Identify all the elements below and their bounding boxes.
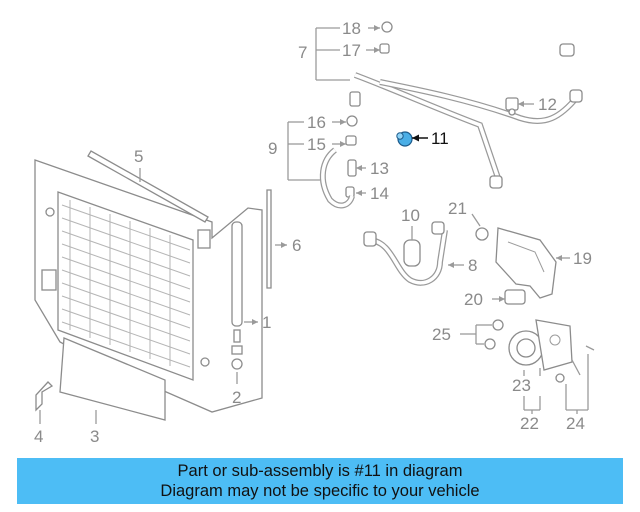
receiver-dryer [231, 221, 243, 370]
callout-4: 4 [34, 427, 43, 446]
callout-17: 17 [342, 41, 361, 60]
banner-line-1: Part or sub-assembly is #11 in diagram [177, 462, 463, 480]
leader-lines [39, 25, 589, 424]
bracket-20 [504, 289, 526, 305]
bolts-25 [484, 319, 504, 350]
callout-11: 11 [431, 129, 449, 148]
mount-bracket [35, 381, 54, 412]
bolts-24 [555, 345, 595, 383]
lower-shield [59, 337, 166, 421]
callout-20: 20 [464, 290, 483, 309]
callout-1: 1 [262, 313, 271, 332]
callout-2: 2 [232, 388, 241, 407]
callout-labels: 1 2 3 4 5 6 7 8 9 10 11 12 13 14 15 16 1… [34, 19, 592, 446]
callout-12: 12 [538, 95, 557, 114]
callout-13: 13 [370, 159, 389, 178]
parts-diagram: 1 2 3 4 5 6 7 8 9 10 11 12 13 14 15 16 1… [34, 19, 595, 446]
callout-5: 5 [134, 147, 143, 166]
callout-22: 22 [520, 414, 539, 433]
callout-21: 21 [448, 199, 467, 218]
small-fittings [345, 21, 393, 198]
callout-19: 19 [573, 249, 592, 268]
callout-8: 8 [468, 256, 477, 275]
info-banner: Part or sub-assembly is #11 in diagram D… [17, 458, 623, 504]
callout-9: 9 [268, 139, 277, 158]
shield-19 [495, 227, 557, 299]
ac-line-8 [363, 221, 448, 286]
callout-14: 14 [370, 184, 389, 203]
fitting-12 [505, 97, 519, 116]
callout-6: 6 [292, 236, 301, 255]
callout-25: 25 [432, 325, 451, 344]
ac-line-upper [349, 43, 583, 189]
banner-line-2: Diagram may not be specific to your vehi… [160, 482, 480, 500]
compressor [508, 319, 573, 371]
ac-line-9 [319, 147, 355, 209]
callout-24: 24 [566, 414, 585, 433]
callout-10: 10 [401, 206, 420, 225]
highlighted-part-11 [396, 131, 413, 147]
condenser-fins [61, 200, 191, 368]
callout-18: 18 [342, 19, 361, 38]
seal-strip-side [266, 189, 272, 289]
callout-3: 3 [90, 427, 99, 446]
seal-strip-upper [87, 150, 209, 223]
callout-15: 15 [307, 135, 326, 154]
bolt-21 [475, 227, 489, 241]
callout-16: 16 [307, 113, 326, 132]
callout-7: 7 [298, 43, 307, 62]
callout-23: 23 [512, 376, 531, 395]
